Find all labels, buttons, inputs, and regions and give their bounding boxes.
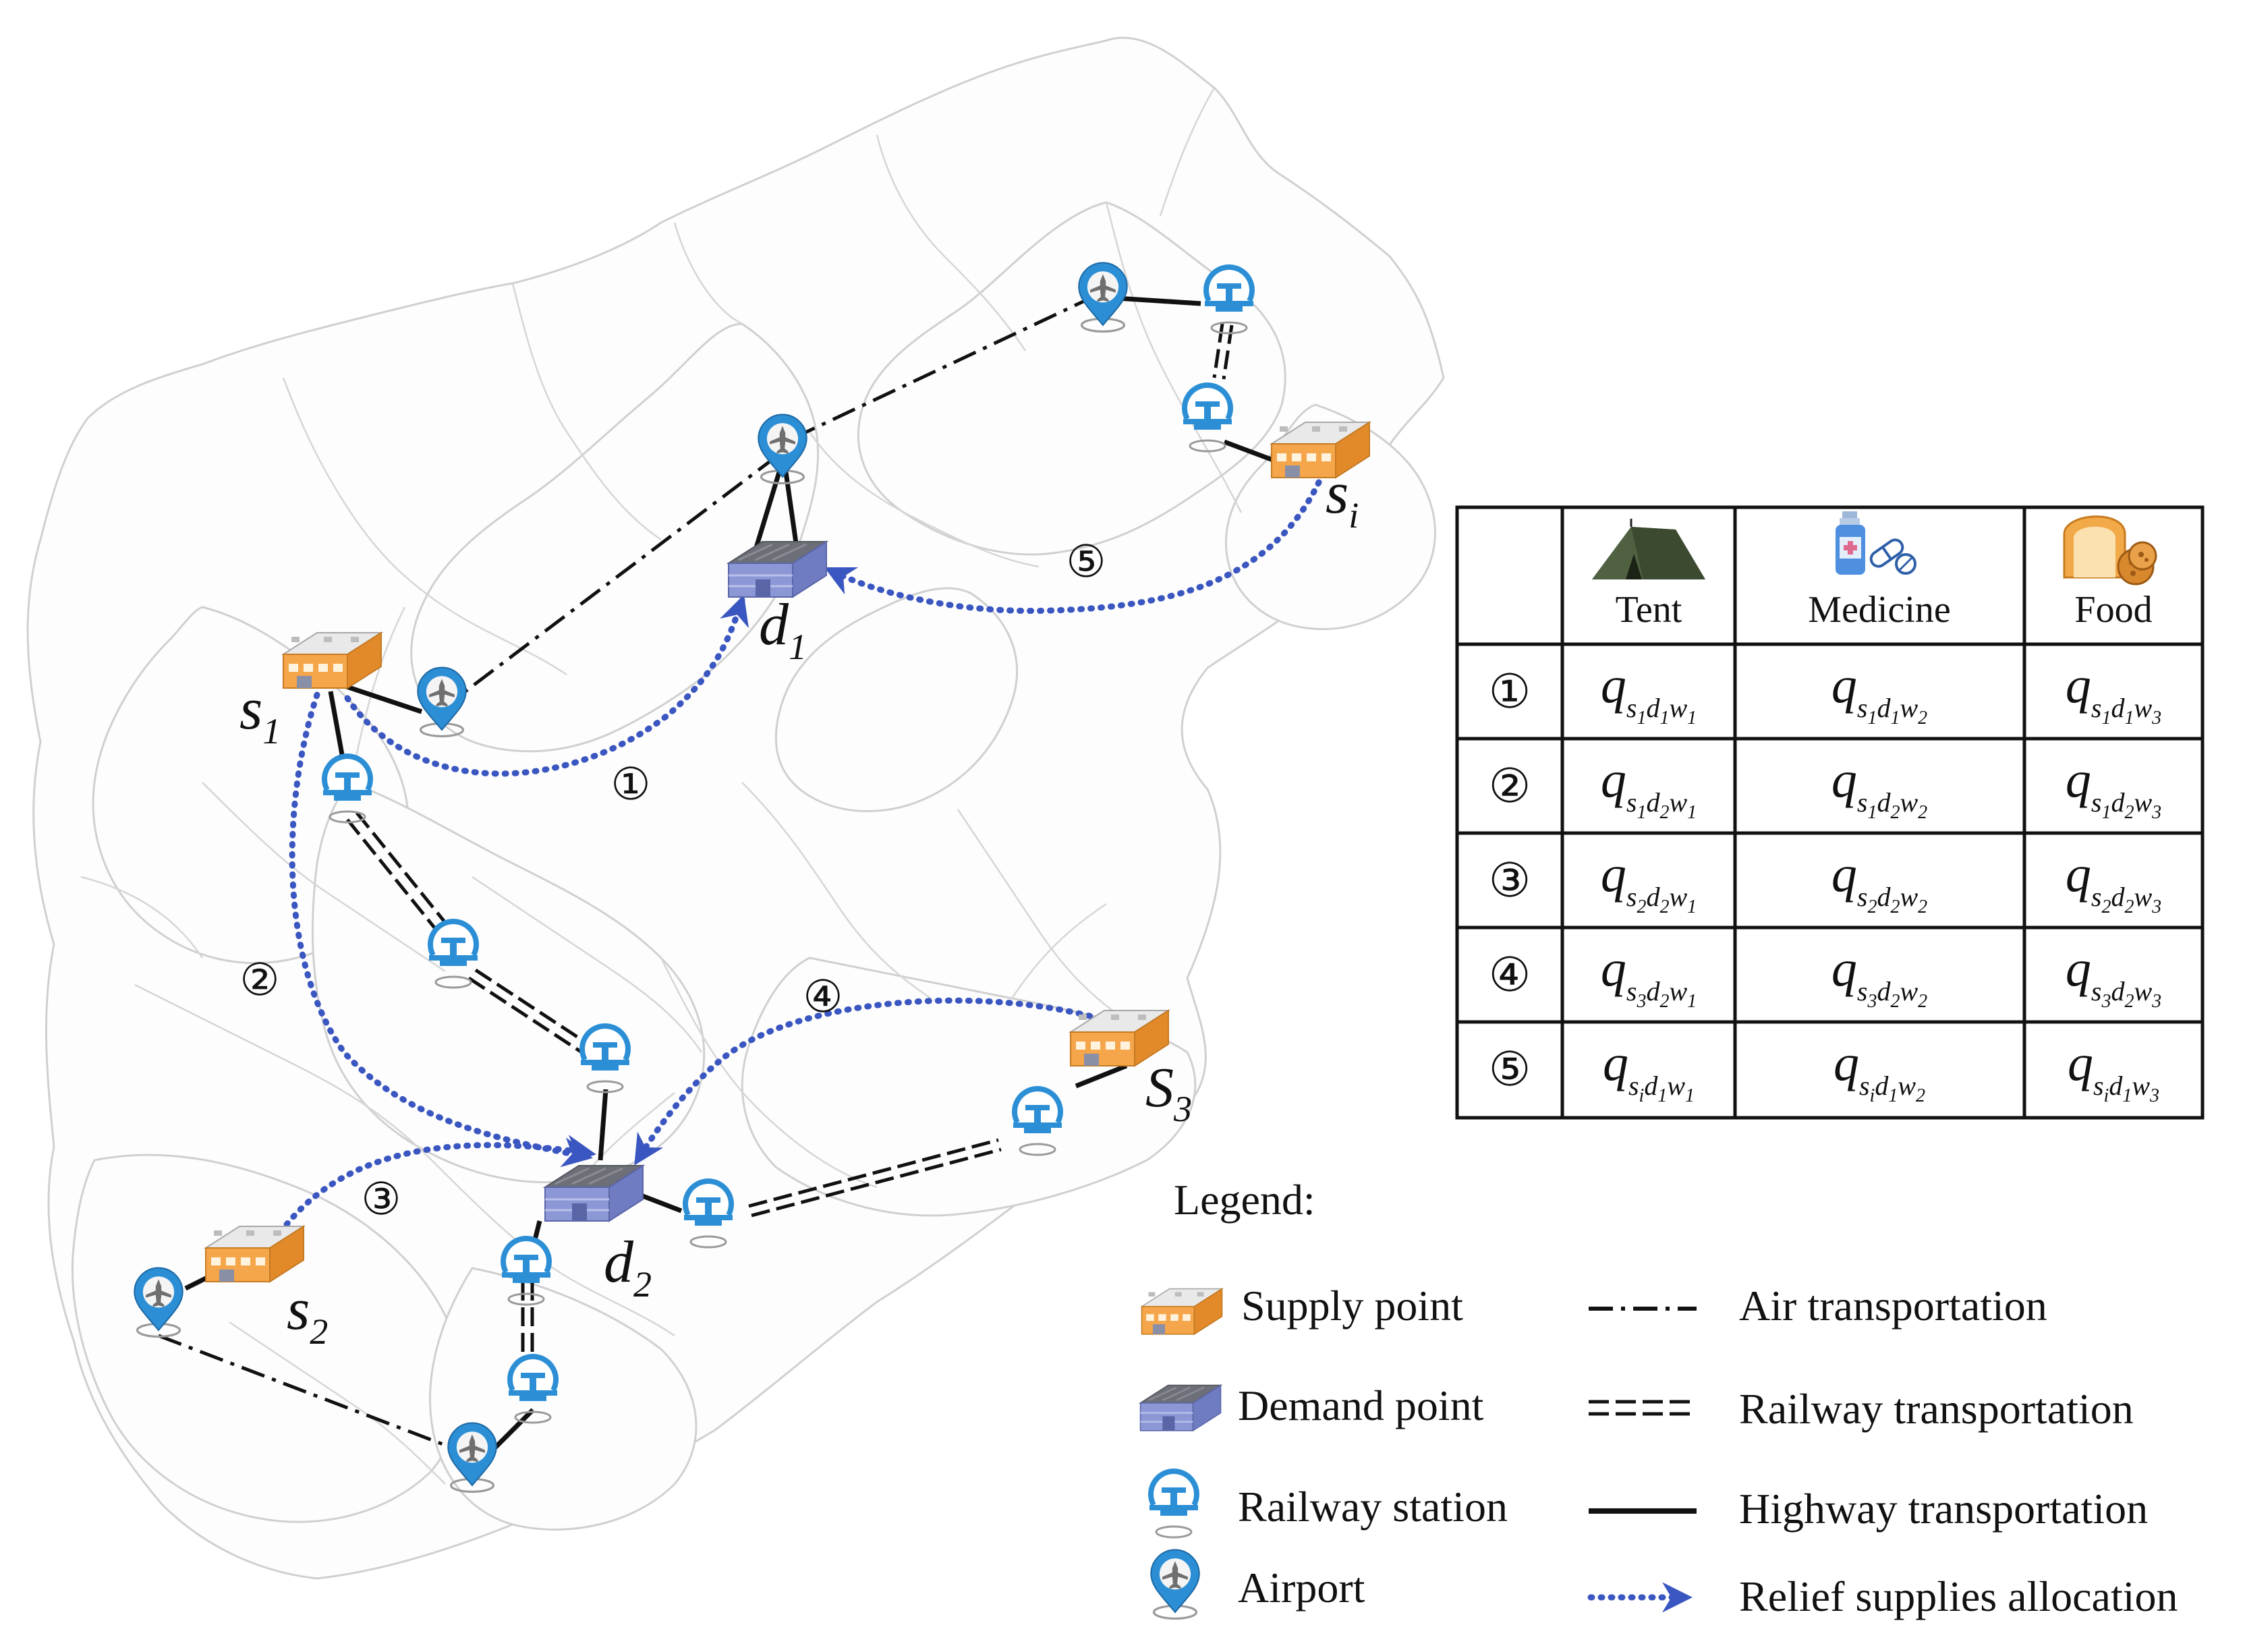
route-number-2: ② — [239, 956, 279, 1005]
demand-point-icon — [1139, 1384, 1222, 1432]
airport-icon — [757, 414, 808, 485]
legend-railway-station: Railway station — [1238, 1483, 1508, 1531]
table-cell: qsid1w1 — [1603, 1035, 1695, 1106]
allocation-route-5 — [824, 479, 1322, 615]
table-cell: qs3d2w3 — [2066, 940, 2161, 1012]
table-header-food: Food — [2074, 589, 2152, 631]
allocation-route-3 — [283, 1135, 596, 1228]
route-number-3: ③ — [361, 1175, 401, 1224]
node-label-d1: d1 — [759, 592, 807, 667]
table-cell: qs1d1w1 — [1601, 657, 1697, 729]
route-number-1: ① — [610, 760, 650, 809]
legend-relief-supplies-allocation: Relief supplies allocation — [1739, 1572, 2178, 1620]
legend-supply-point: Supply point — [1241, 1282, 1463, 1330]
table-cell: qs2d2w1 — [1601, 846, 1697, 917]
table-cell: qsid1w2 — [1834, 1035, 1925, 1106]
legend-highway-transportation: Highway transportation — [1739, 1485, 2148, 1533]
route-number-4: ④ — [803, 973, 843, 1022]
allocation-route-1 — [344, 594, 749, 777]
node-label-si: si — [1326, 461, 1359, 536]
table-cell: qs1d1w3 — [2066, 657, 2161, 729]
legend: Legend: Supply point Demand point Railwa… — [1139, 1176, 2178, 1620]
table-header-tent: Tent — [1616, 589, 1682, 631]
table-cell: qs1d2w2 — [1831, 751, 1927, 823]
table-row-label: ③ — [1489, 855, 1531, 907]
table-row-label: ④ — [1489, 950, 1531, 1002]
route-number-5: ⑤ — [1066, 538, 1106, 587]
legend-railway-line — [1589, 1400, 1697, 1416]
table-row-label: ② — [1489, 761, 1531, 813]
airport-icon — [1077, 262, 1129, 333]
allocation-table: Tent Medicine Food ① qs1d1w1 qs1d1w2 qs1d1w… — [1455, 505, 2205, 1120]
node-labels: si s1 d1 S3 d2 s2 — [239, 461, 1359, 1352]
map-region-borders — [80, 87, 1243, 1485]
table-cell: qs3d2w2 — [1831, 940, 1927, 1012]
table-cell: qs3d2w1 — [1601, 940, 1697, 1012]
airport-icon — [416, 666, 467, 738]
table-cell: qs2d2w3 — [2066, 846, 2161, 917]
table-cell: qs1d1w2 — [1831, 657, 1927, 729]
allocation-route-2 — [289, 691, 593, 1168]
airport-icon — [1149, 1549, 1201, 1620]
allocation-routes — [283, 479, 1322, 1228]
table-cell: qs1d2w3 — [2066, 751, 2161, 823]
airport-icon — [447, 1422, 498, 1493]
node-label-s1: s1 — [239, 677, 281, 751]
node-label-s2: s2 — [287, 1277, 328, 1352]
legend-railway-transportation: Railway transportation — [1739, 1385, 2134, 1433]
air-routes — [158, 298, 1087, 1452]
table-row-label: ⑤ — [1489, 1044, 1531, 1096]
supply-point-icon — [1141, 1288, 1223, 1335]
table-header-medicine: Medicine — [1808, 589, 1950, 631]
node-label-s3: S3 — [1145, 1056, 1192, 1129]
legend-air-transportation: Air transportation — [1739, 1282, 2047, 1330]
table-cell: qsid1w3 — [2068, 1035, 2159, 1106]
airport-icon — [133, 1267, 184, 1338]
table-cell: qs2d2w2 — [1831, 846, 1927, 917]
legend-demand-point: Demand point — [1238, 1382, 1484, 1429]
legend-title: Legend: — [1174, 1176, 1315, 1224]
node-label-d2: d2 — [604, 1230, 652, 1305]
legend-airport: Airport — [1238, 1564, 1365, 1612]
railway-station-icon — [1149, 1471, 1198, 1537]
table-row-label: ① — [1489, 666, 1531, 718]
table-cell: qs1d2w1 — [1601, 751, 1697, 823]
route-numbers: ① ② ③ ④ ⑤ — [239, 538, 1106, 1224]
allocation-route-4 — [634, 997, 1103, 1166]
